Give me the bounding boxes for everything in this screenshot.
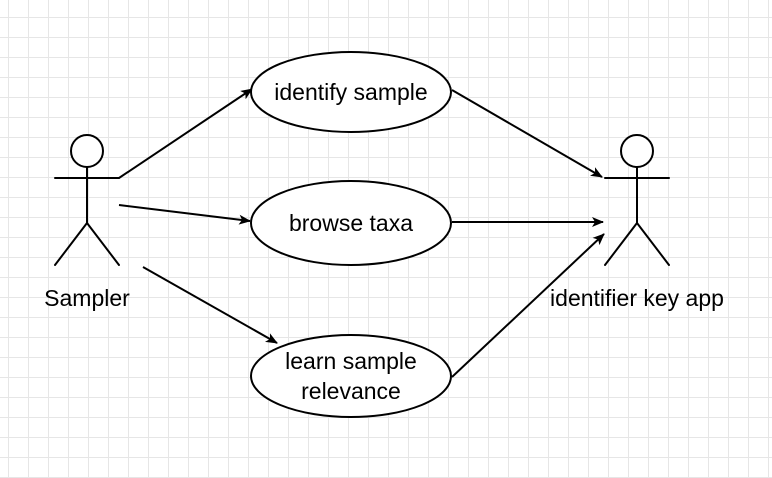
use-case-ellipse [250,51,452,133]
stick-figure-icon [604,134,670,266]
use-case-ellipse [250,334,452,418]
use-case-label: browse taxa [289,210,413,236]
stick-figure-icon [54,134,120,266]
arrow-sampler-to-browse-taxa [118,204,251,225]
use-case-identify-sample[interactable]: identify sample [250,51,452,133]
use-case-ellipse [250,180,452,266]
connectors [118,88,605,378]
arrow-identify-sample-to-app [451,89,603,178]
actor-sampler[interactable]: Sampler [44,134,130,311]
arrow-learn-sample-relevance-to-app [451,233,605,378]
arrow-sampler-to-learn-sample-relevance [142,266,278,344]
use-case-browse-taxa[interactable]: browse taxa [250,180,452,266]
use-case-label-line-1: learn sample [285,348,417,374]
actor-identifier-key-app[interactable]: identifier key app [550,134,724,311]
use-case-label-line-2: relevance [301,378,401,404]
arrow-sampler-to-identify-sample [118,88,253,179]
actor-label: Sampler [44,285,130,311]
actor-label: identifier key app [550,285,724,311]
use-case-learn-sample-relevance[interactable]: learn sample relevance [250,334,452,418]
use-case-label: identify sample [274,79,427,105]
